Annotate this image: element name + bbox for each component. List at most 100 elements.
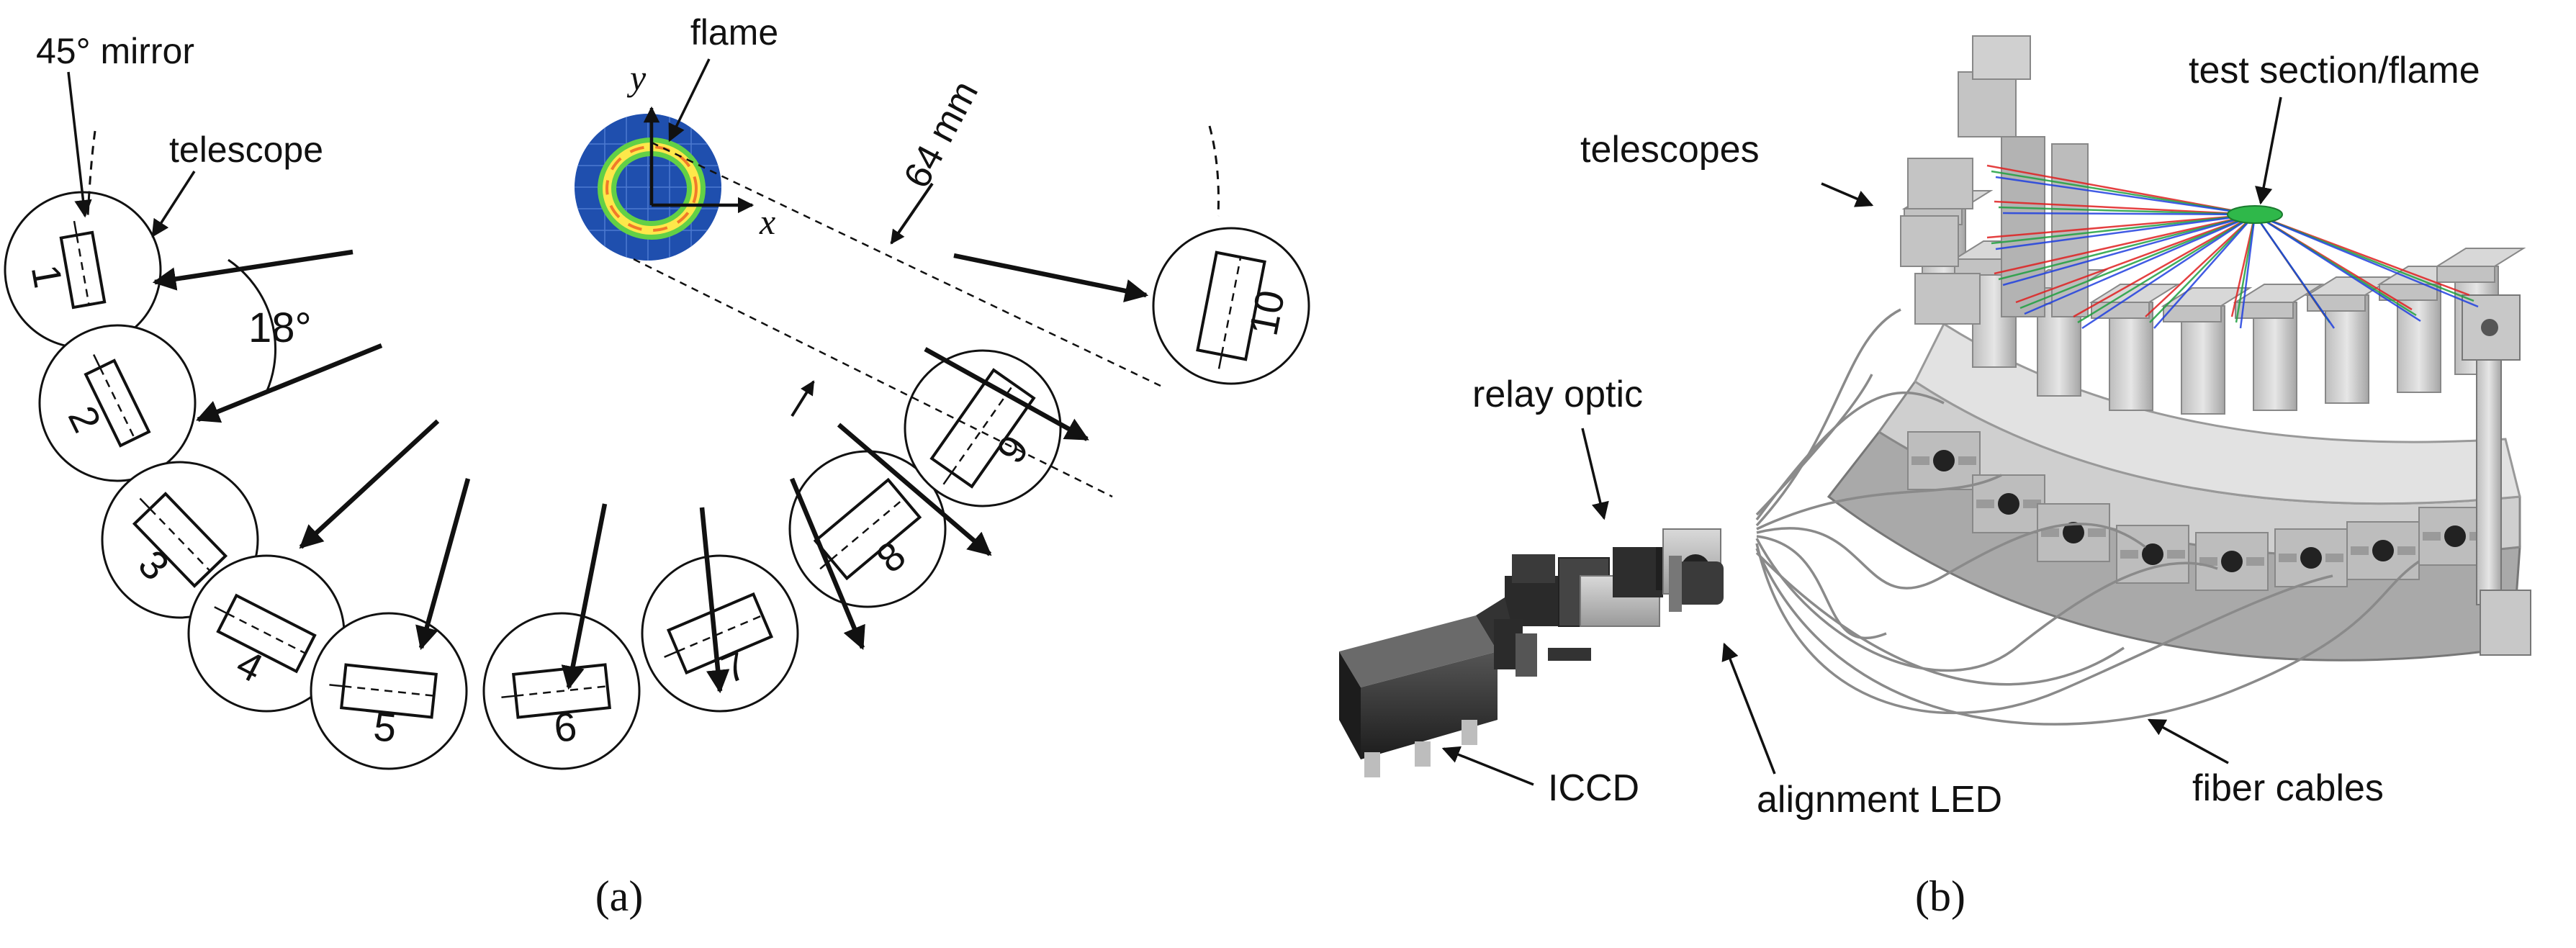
mount-ring-top [1914, 322, 2521, 505]
field-of-view-line-top [651, 141, 1161, 387]
support-foot [2480, 590, 2531, 656]
telescope-mount-5 [2161, 287, 2253, 415]
telescope-label: telescope [169, 130, 323, 170]
optical-ray [2239, 214, 2256, 329]
view-ray-9 [924, 347, 1089, 441]
optical-ray [1994, 213, 2256, 275]
mirror-pointer [67, 71, 92, 218]
panel-a-caption: (a) [595, 872, 644, 920]
optical-ray [2254, 213, 2479, 308]
dimension-arrow-top [890, 182, 934, 245]
distance-label: 64 mm [896, 74, 986, 195]
optical-ray [2077, 213, 2256, 324]
telescope-6: 6 [482, 612, 641, 770]
telescope-2: 2 [38, 324, 197, 482]
guide-arc-right [1208, 125, 1220, 217]
view-ray-4 [415, 478, 471, 651]
mirror-rectangle [501, 663, 611, 719]
view-ray-8 [837, 423, 992, 556]
optical-ray [2024, 213, 2256, 315]
fiber-cables [1755, 308, 2420, 726]
optical-ray [2153, 214, 2256, 329]
optical-ray [1998, 206, 2256, 216]
optical-ray [1991, 213, 2256, 245]
mirror-rectangle [59, 220, 107, 310]
view-ray-arrows [152, 249, 1149, 694]
telescope-1: 1 [4, 191, 162, 349]
mirror-rectangle [132, 492, 228, 588]
optical-ray [2002, 212, 2256, 216]
telescope-mount-4 [2089, 284, 2181, 411]
rear-telescopes [1900, 35, 2089, 325]
optical-ray [2019, 213, 2256, 310]
optical-ray [2015, 213, 2256, 304]
relay-optic-pointer [1581, 428, 1609, 520]
telescope-10: 10 [1152, 227, 1310, 385]
fiber-connector-5 [2195, 532, 2269, 591]
optical-ray [1994, 200, 2256, 216]
guide-arc-left [86, 130, 96, 217]
optical-ray [2002, 213, 2256, 286]
view-ray-10 [953, 253, 1149, 303]
telescope-pointer [151, 171, 196, 238]
flame-image [575, 114, 721, 261]
fiber-connector-4 [2116, 525, 2189, 584]
test-section-pointer [2255, 96, 2282, 205]
panel-b-caption: (b) [1915, 872, 1965, 920]
telescopes-pointer [1821, 182, 1874, 207]
fiber-connector-2 [1972, 474, 2045, 533]
alignment-led-label: alignment LED [1757, 779, 2002, 821]
mirror-rectangle [84, 354, 151, 448]
telescope-number: 5 [371, 703, 399, 751]
optical-ray [2145, 214, 2256, 317]
relay-optic [1505, 528, 1724, 627]
telescope-circle [904, 349, 1062, 507]
view-ray-1 [152, 249, 353, 291]
fiber-connectors [1907, 431, 2492, 591]
telescope-number: 10 [1240, 286, 1294, 339]
alignment-led-pointer [1721, 642, 1776, 775]
fiber-cables-pointer [2147, 718, 2229, 764]
view-ray-5 [561, 503, 608, 690]
field-of-view-line-bottom [633, 258, 1113, 498]
optical-ray [1986, 213, 2256, 239]
fiber-cables-label: fiber cables [2192, 767, 2384, 809]
mirror-rectangle [1196, 250, 1266, 369]
fiber-connector-1 [1907, 431, 1981, 490]
flame-pointer [668, 58, 711, 143]
dimension-arrow-bottom [791, 380, 815, 417]
optical-ray [2254, 213, 2421, 322]
optical-ray [1995, 176, 2256, 216]
telescope-5: 5 [310, 612, 468, 770]
angle-arc [228, 258, 277, 393]
mirror-rectangle [329, 663, 438, 719]
telescope-circle [38, 324, 197, 482]
view-ray-3 [299, 419, 440, 549]
telescope-circle [1152, 227, 1310, 385]
optical-paths [1986, 164, 2479, 330]
angle-label: 18° [248, 304, 312, 351]
mirror-label: 45° mirror [36, 31, 194, 71]
panel-b-rendering: telescopes test section/flame relay opti… [1339, 35, 2531, 920]
iccd-label: ICCD [1548, 767, 1639, 809]
optical-ray [2081, 213, 2256, 330]
mirror-rectangle [214, 593, 317, 674]
telescope-number: 6 [551, 703, 579, 751]
optical-ray [2073, 213, 2256, 318]
iccd-pointer [1441, 746, 1534, 786]
view-ray-2 [195, 343, 383, 423]
view-ray-7 [790, 477, 865, 650]
y-axis-label: y [626, 58, 647, 98]
telescopes-label: telescopes [1580, 129, 1760, 171]
fiber-connector-6 [2274, 528, 2348, 587]
fiber-connector-3 [2037, 503, 2110, 562]
telescope-mount-8 [2377, 266, 2469, 393]
test-section-ellipse [2227, 205, 2283, 224]
optical-ray [2149, 214, 2256, 323]
optical-ray [2253, 214, 2336, 329]
alignment-led [1676, 561, 1724, 605]
telescope-9: 9 [904, 349, 1062, 507]
